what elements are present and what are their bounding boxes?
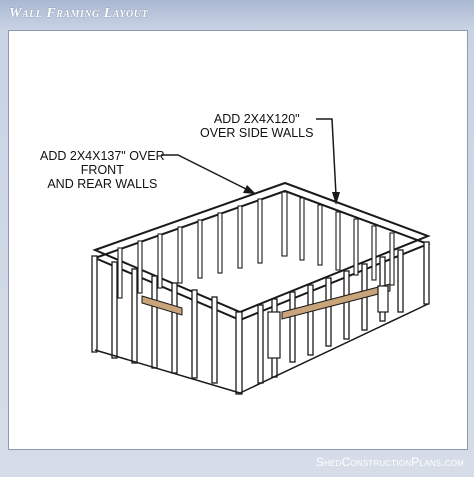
site-watermark: ShedConstructionPlans.com: [315, 455, 464, 469]
back-wall-studs: [117, 191, 395, 299]
side-walls-line-1: ADD 2X4X120": [213, 112, 300, 126]
front-rear-line-1: ADD 2X4X137" OVER: [40, 149, 165, 163]
front-rear-line-2: FRONT: [80, 163, 124, 177]
side-walls-annotation: ADD 2X4X120" OVER SIDE WALLS: [200, 112, 313, 140]
side-walls-line-2: OVER SIDE WALLS: [200, 126, 314, 140]
door-jamb: [267, 285, 389, 359]
front-left-wall-studs: [91, 255, 243, 395]
leader-front-rear: [161, 154, 249, 191]
front-rear-line-3: AND REAR WALLS: [47, 177, 158, 191]
front-rear-annotation: ADD 2X4X137" OVER FRONT AND REAR WALLS: [40, 149, 165, 191]
leader-front-rear-arrow: [243, 185, 256, 194]
leader-side-walls: [316, 118, 337, 196]
door-header-left: [141, 295, 183, 316]
door-header-right: [281, 283, 391, 320]
leader-side-walls-arrow: [332, 192, 340, 205]
page-title: Wall Framing Layout: [9, 6, 149, 21]
bottom-plate: [94, 303, 429, 394]
